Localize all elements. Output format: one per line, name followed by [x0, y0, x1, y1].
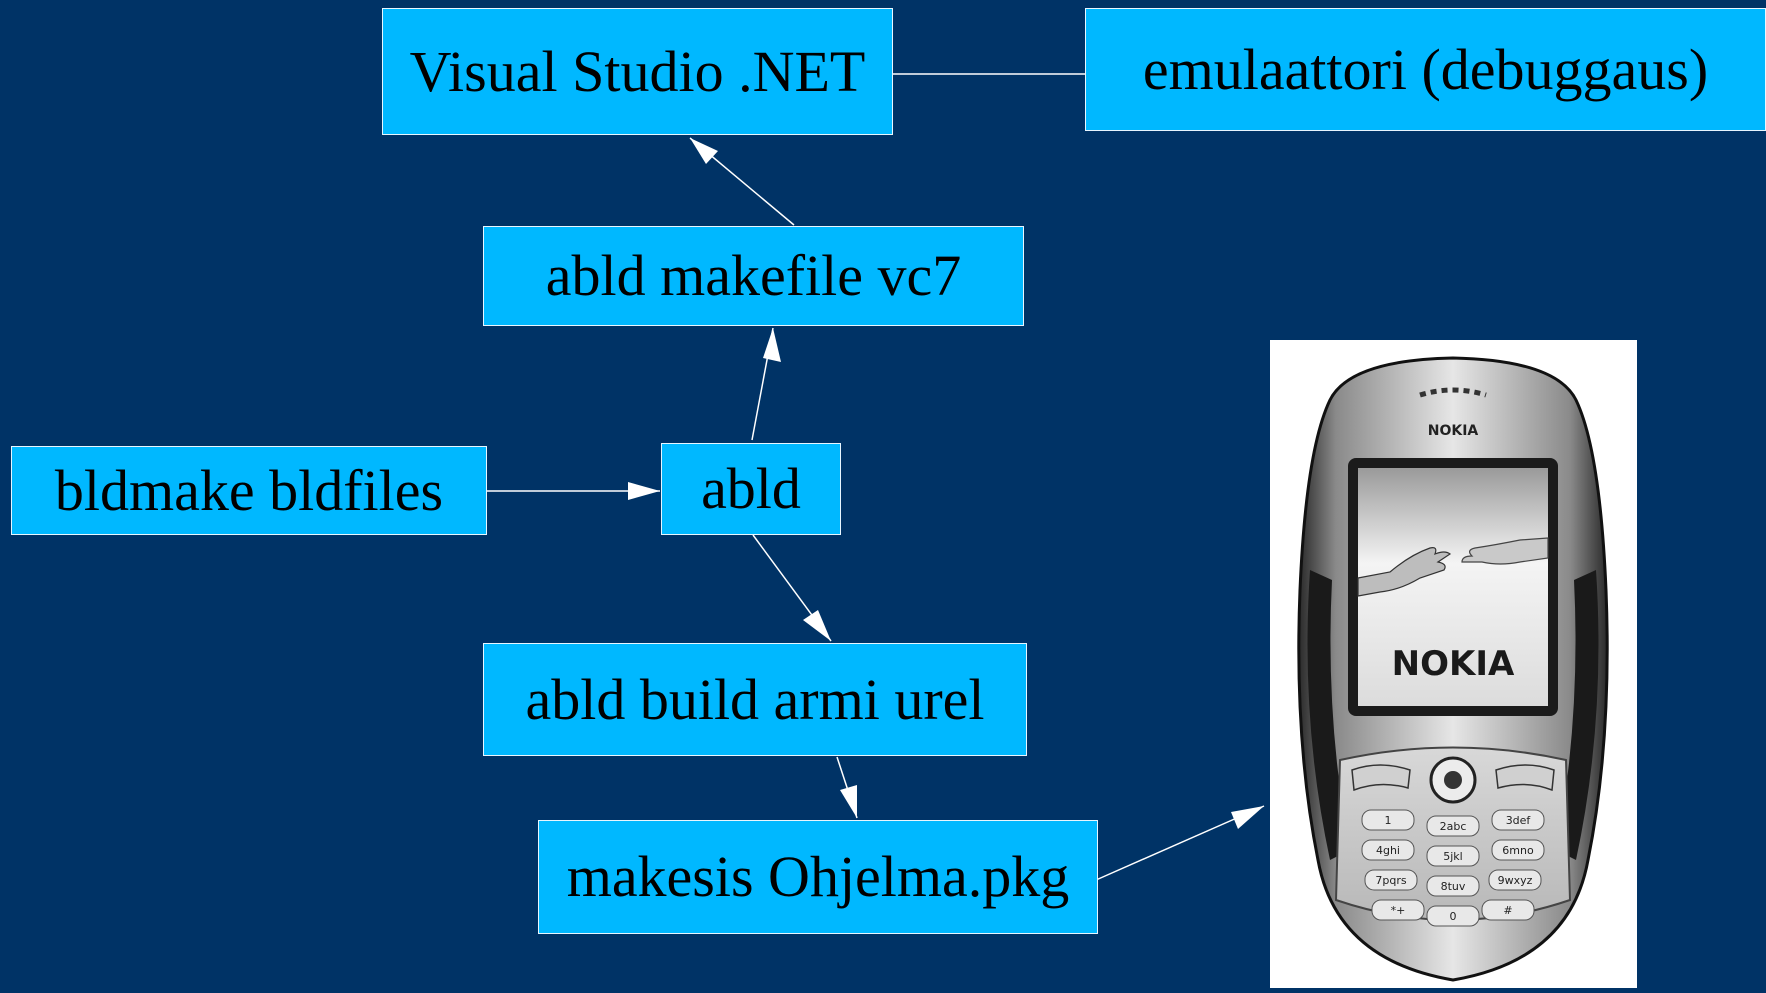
key-9-label: 9wxyz	[1498, 874, 1533, 887]
node-abld-makefile-vc7-label: abld makefile vc7	[545, 243, 962, 308]
brand-top-label: NOKIA	[1428, 423, 1479, 439]
key-9	[1488, 869, 1542, 891]
softkey-left	[1351, 764, 1411, 792]
node-makesis-label: makesis Ohjelma.pkg	[566, 844, 1070, 909]
hand-right-icon	[1461, 537, 1549, 565]
softkey-right	[1495, 764, 1555, 792]
key-0-label: 0	[1450, 910, 1457, 923]
key-hash	[1481, 899, 1535, 921]
key-6	[1491, 839, 1545, 861]
key-8-label: 8tuv	[1441, 880, 1466, 893]
key-2-label: 2abc	[1440, 820, 1467, 833]
key-3-label: 3def	[1506, 814, 1532, 827]
node-abld: abld	[661, 443, 841, 535]
node-bldmake-bldfiles: bldmake bldfiles	[11, 446, 487, 535]
arrowhead-phone	[1231, 806, 1264, 829]
node-abld-build-armi-urel-label: abld build armi urel	[525, 666, 985, 732]
key-star	[1371, 899, 1425, 921]
arrowhead-makefile	[763, 328, 781, 362]
arrowhead-makesis	[840, 785, 857, 818]
key-hash-label: #	[1503, 904, 1512, 917]
key-4	[1361, 839, 1415, 861]
node-abld-label: abld	[701, 456, 801, 521]
node-abld-build-armi-urel: abld build armi urel	[483, 643, 1027, 756]
node-visual-studio-label: Visual Studio .NET	[409, 38, 866, 104]
hand-left-icon	[1357, 547, 1452, 597]
arrowhead-build	[803, 610, 831, 641]
earpiece-icon	[1419, 387, 1487, 398]
arrowhead-abld	[628, 482, 660, 500]
key-1-label: 1	[1385, 814, 1392, 827]
key-6-label: 6mno	[1502, 844, 1534, 857]
key-7	[1364, 869, 1418, 891]
brand-screen-label: NOKIA	[1392, 644, 1515, 684]
key-7-label: 7pqrs	[1375, 874, 1406, 887]
key-star-label: *+	[1391, 904, 1406, 917]
key-0	[1426, 905, 1480, 927]
node-emulator-label: emulaattori (debuggaus)	[1142, 36, 1709, 102]
key-3	[1491, 809, 1545, 831]
navigation-key-center	[1444, 771, 1462, 789]
key-2	[1426, 815, 1480, 837]
phone-keypad: 1 2abc 3def 4ghi 5jkl 6mno 7pqrs 8tuv 9w…	[1361, 809, 1545, 927]
node-emulator: emulaattori (debuggaus)	[1085, 8, 1766, 131]
key-5	[1426, 845, 1480, 867]
key-8	[1426, 875, 1480, 897]
node-bldmake-bldfiles-label: bldmake bldfiles	[54, 457, 444, 523]
key-5-label: 5jkl	[1443, 850, 1462, 863]
node-abld-makefile-vc7: abld makefile vc7	[483, 226, 1024, 326]
key-1	[1361, 809, 1415, 831]
nokia-phone-illustration: NOKIA NOKIA 1 2abc 3def 4ghi 5jkl 6mno 7…	[1297, 356, 1609, 982]
arrowhead-visual-studio	[690, 138, 718, 164]
key-4-label: 4ghi	[1376, 844, 1400, 857]
node-visual-studio: Visual Studio .NET	[382, 8, 893, 135]
phone-image: NOKIA NOKIA 1 2abc 3def 4ghi 5jkl 6mno 7…	[1270, 340, 1637, 988]
node-makesis: makesis Ohjelma.pkg	[538, 820, 1098, 934]
